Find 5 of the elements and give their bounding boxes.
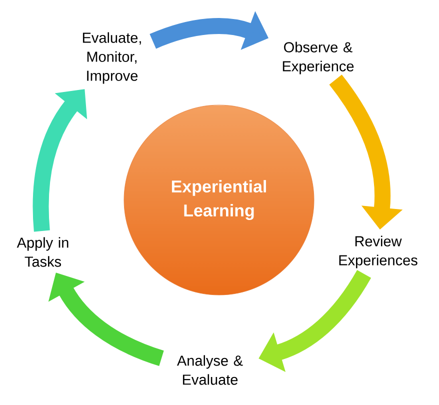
step-label: Observe & Experience bbox=[282, 42, 354, 74]
step-label: Evaluate, Monitor, Improve bbox=[82, 32, 141, 84]
step-label: Apply in Tasks bbox=[16, 237, 68, 267]
step-label: Analyse & Evaluate bbox=[177, 355, 243, 385]
step-label: Review Experiences bbox=[339, 236, 418, 268]
